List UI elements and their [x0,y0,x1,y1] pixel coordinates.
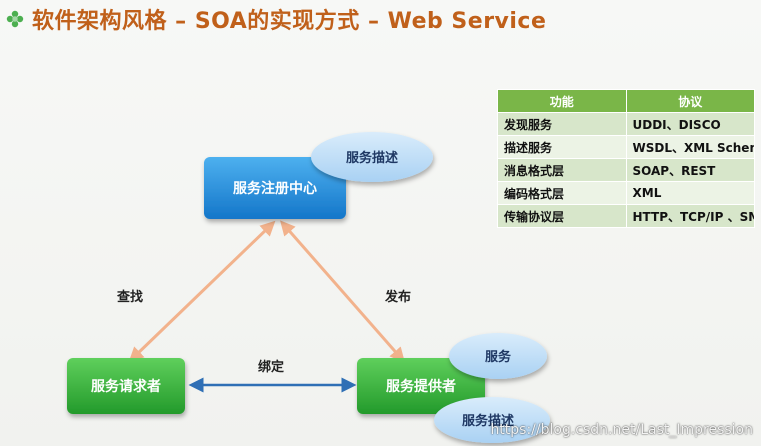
table-cell-protocol: SOAP、REST [625,158,755,182]
find-arrow [128,220,276,363]
table-cell-protocol: UDDI、DISCO [625,112,755,136]
bind-label: 绑定 [258,359,284,375]
service-bubble [449,333,547,379]
header-function: 功能 [497,89,627,113]
table-row: 消息格式层 SOAP、REST [497,158,755,182]
registry-node [204,157,346,219]
table-cell-function: 描述服务 [497,135,627,159]
provider-node-label: 服务提供者 [386,378,456,395]
protocol-table: 功能 协议 发现服务 UDDI、DISCO 描述服务 WSDL、XML Sche… [497,89,755,228]
table-cell-protocol: HTTP、TCP/IP 、SMTP等 [625,204,755,228]
table-cell-protocol: WSDL、XML Schema [625,135,755,159]
provider-desc-bubble [434,397,550,443]
publish-arrow [280,220,405,363]
requester-node [67,358,185,414]
provider-node [357,358,485,414]
title-text: 软件架构风格 – SOA的实现方式 – Web Service [32,9,547,34]
page-title: 软件架构风格 – SOA的实现方式 – Web Service [6,4,546,34]
table-row: 传输协议层 HTTP、TCP/IP 、SMTP等 [497,204,755,228]
header-protocol: 协议 [625,89,755,113]
table-cell-function: 发现服务 [497,112,627,136]
table-cell-protocol: XML [625,181,755,205]
provider-desc-label: 服务描述 [462,413,514,429]
requester-node-label: 服务请求者 [91,378,161,395]
table-row: 编码格式层 XML [497,181,755,205]
registry-desc-label: 服务描述 [346,150,398,166]
flower-bullet-icon [6,10,24,28]
table-header-row: 功能 协议 [497,89,755,113]
table-row: 描述服务 WSDL、XML Schema [497,135,755,159]
publish-label: 发布 [384,289,411,305]
registry-desc-bubble [311,132,433,182]
find-label: 查找 [116,289,143,305]
table-row: 发现服务 UDDI、DISCO [497,112,755,136]
service-bubble-label: 服务 [485,349,512,365]
table-cell-function: 编码格式层 [497,181,627,205]
table-cell-function: 消息格式层 [497,158,627,182]
registry-node-label: 服务注册中心 [233,180,317,197]
table-cell-function: 传输协议层 [497,204,627,228]
watermark-url: https://blog.csdn.net/Last_Impression [490,422,753,438]
